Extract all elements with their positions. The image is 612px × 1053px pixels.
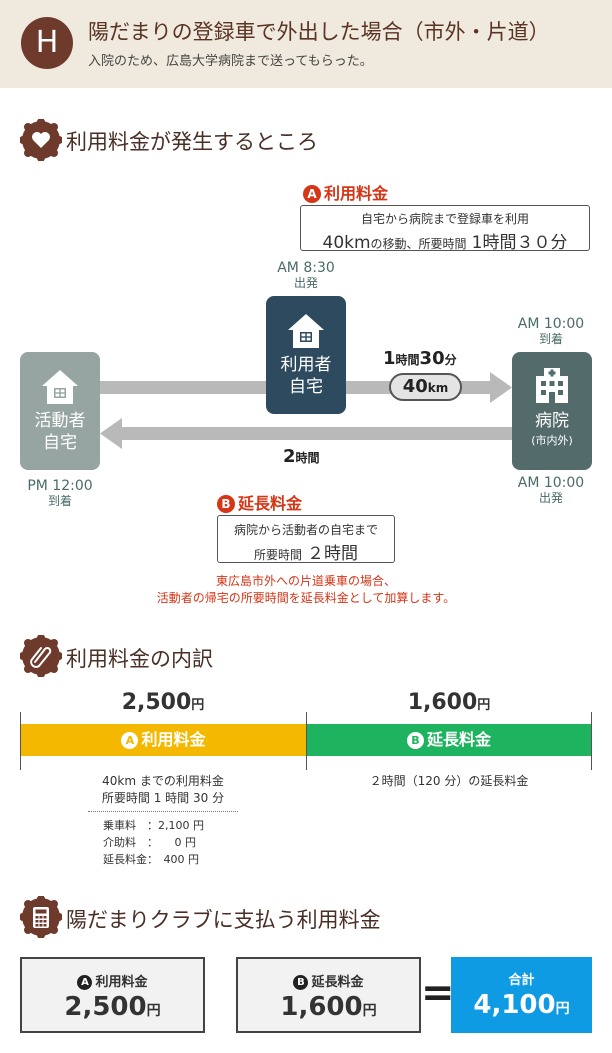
fee-a-line1: 自宅から病院まで登録車を利用	[360, 212, 529, 226]
fee-a-line2: 40kmの移動、所要時間 1時間３０分	[322, 233, 568, 253]
header-banner	[0, 0, 612, 88]
house-icon	[288, 314, 324, 348]
h-badge: H	[21, 17, 73, 69]
section-title-fees: 利用料金が発生するところ	[66, 130, 318, 154]
return-arrow-head	[100, 418, 122, 449]
total-sum-box: 合計 4,100円	[451, 957, 592, 1033]
detail-row-ride: 乗車料 ：2,100 円	[103, 819, 204, 832]
breakdown-a-amount: 2,500円	[121, 690, 205, 715]
return-duration: 2時間	[283, 446, 320, 467]
user-home-card: 利用者 自宅	[266, 296, 346, 414]
divider-mid	[306, 712, 307, 770]
hospital-card: 病院 (市内外)	[512, 352, 592, 470]
detail-row-assist: 介助料 ： 0 円	[103, 836, 196, 849]
fee-a-circle: A	[303, 185, 321, 203]
breakdown-b-desc: ２時間（120 分）の延長料金	[369, 774, 529, 788]
paperclip-icon	[20, 635, 62, 677]
fee-b-label: 延長料金	[238, 494, 303, 513]
breakdown-b-amount: 1,600円	[407, 690, 491, 715]
page-subtitle: 入院のため、広島大学病院まで送ってもらった。	[88, 54, 373, 69]
house-icon	[42, 370, 78, 404]
extension-note: 東広島市外への片道乗車の場合、 活動者の帰宅の所要時間を延長料金として加算します…	[156, 574, 456, 605]
breakdown-a-rows: 乗車料 ：2,100 円 介助料 ： 0 円 延長料金： 400 円	[103, 817, 204, 868]
hospital-departure-time: AM 10:00 出発	[517, 475, 585, 506]
section-title-breakdown: 利用料金の内訳	[66, 647, 213, 671]
staff-home-time: PM 12:00 到着	[27, 478, 93, 509]
breakdown-dotted-divider	[88, 811, 238, 812]
breakdown-a-desc: 40km までの利用料金 所要時間 1 時間 30 分	[101, 774, 225, 805]
user-home-time: AM 8:30 出発	[277, 260, 335, 291]
forward-duration: 1時間30分	[383, 348, 457, 369]
heart-icon	[20, 119, 62, 161]
section-title-total: 陽だまりクラブに支払う利用料金	[66, 908, 381, 932]
distance-pill: 40km	[389, 373, 462, 401]
page-title: 陽だまりの登録車で外出した場合（市外・片道）	[88, 20, 550, 44]
fee-a-label: 利用料金	[324, 184, 389, 203]
divider-right	[591, 712, 592, 770]
hospital-icon	[536, 368, 568, 403]
staff-home-card: 活動者 自宅	[20, 352, 100, 470]
divider-left	[20, 712, 21, 770]
hospital-arrival-time: AM 10:00 到着	[517, 316, 585, 347]
forward-arrow-head	[490, 372, 512, 403]
calculator-icon	[20, 896, 62, 938]
detail-row-extension: 延長料金： 400 円	[103, 853, 199, 866]
fee-b-circle: B	[217, 495, 235, 513]
equals-sign: =	[421, 970, 455, 1016]
fee-b-infobox: 病院から活動者の自宅まで 所要時間 ２時間	[217, 515, 395, 564]
return-arrow-bar	[122, 427, 512, 440]
fee-a-infobox: 自宅から病院まで登録車を利用 40kmの移動、所要時間 1時間３０分	[300, 205, 590, 253]
